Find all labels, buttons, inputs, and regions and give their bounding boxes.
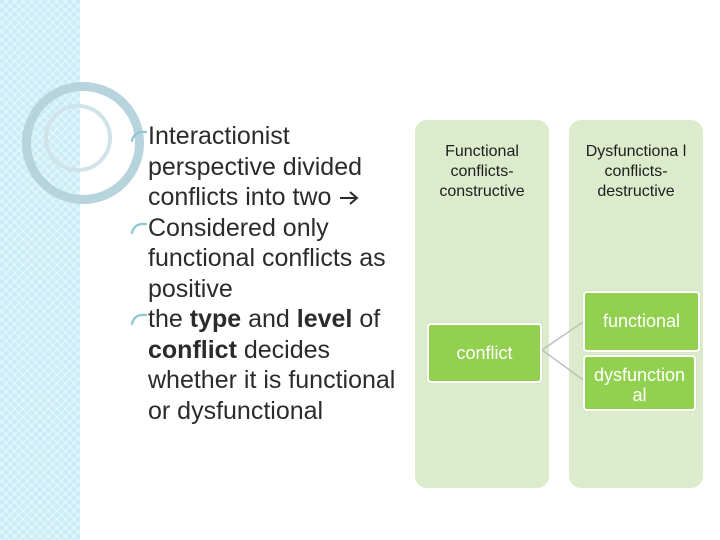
- bullet-3-conflict: conflict: [148, 335, 237, 364]
- right-arrow-icon: [340, 191, 359, 206]
- bullet-3-level: level: [296, 305, 353, 333]
- decorative-ring-inner: [44, 104, 112, 172]
- functional-panel-title: Functional conflicts- constructive: [439, 143, 525, 200]
- bullet-3-and: and: [248, 305, 290, 333]
- bullet-1-text: Interactionist perspective divided confl…: [148, 122, 363, 211]
- dysfunctional-box: dysfunction al: [583, 355, 696, 411]
- decorative-side-strip: [0, 0, 80, 540]
- functional-panel: Functional conflicts- constructive: [415, 120, 549, 488]
- bullet-3-type: type: [189, 305, 242, 333]
- bullet-item-2: Considered only functional conflicts as …: [130, 213, 400, 305]
- bullet-item-3: the type and level of conflict decides w…: [130, 304, 400, 426]
- branch-connector: [540, 319, 587, 383]
- bullet-marker-icon: [130, 313, 148, 326]
- decorative-ring-outer: [22, 82, 144, 204]
- bullet-2-text: Considered only functional conflicts as …: [148, 213, 386, 303]
- conflict-box: conflict: [427, 323, 542, 383]
- bullet-marker-icon: [130, 222, 148, 234]
- bullet-marker-icon: [130, 130, 148, 143]
- bullet-item-1: Interactionist perspective divided confl…: [130, 121, 400, 213]
- bullet-3-rest: decides whether it is functional or dysf…: [148, 335, 396, 425]
- bullet-list: Interactionist perspective divided confl…: [130, 121, 400, 426]
- functional-box: functional: [583, 291, 700, 352]
- bullet-3-the: the: [148, 305, 183, 333]
- dysfunctional-panel-title: Dysfunctiona l conflicts- destructive: [585, 143, 687, 200]
- bullet-3-of: of: [359, 305, 381, 333]
